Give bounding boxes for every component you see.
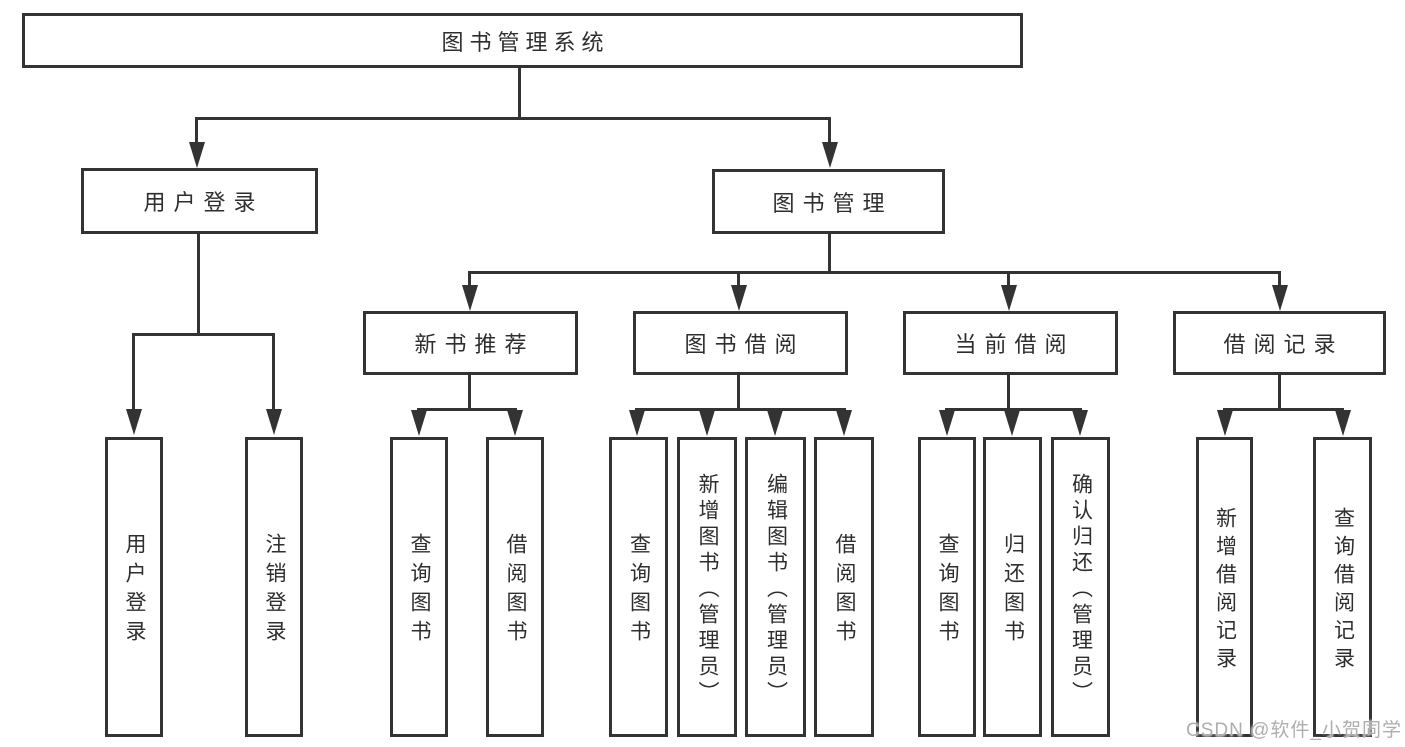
leaf-recommend-borrow-books: 借阅图书 xyxy=(486,437,544,737)
connector-stem-user-login xyxy=(197,233,200,335)
connector-drop xyxy=(132,333,135,411)
arrowhead-down-icon xyxy=(1072,410,1088,436)
arrowhead-down-icon xyxy=(462,285,478,311)
leaf-current-return-books: 归还图书 xyxy=(983,437,1042,737)
node-book-management: 图书管理 xyxy=(712,169,945,234)
connector-stem-current-borrowing xyxy=(1007,374,1010,410)
arrowhead-down-icon xyxy=(1001,285,1017,311)
leaf-recommend-query-books: 查询图书 xyxy=(390,437,448,737)
connector-drop xyxy=(468,271,471,288)
node-root: 图书管理系统 xyxy=(22,13,1023,68)
arrowhead-down-icon xyxy=(1217,410,1233,436)
connector-drop xyxy=(272,333,275,411)
arrowhead-down-icon xyxy=(629,410,645,436)
connector-branch-new-book-recommend xyxy=(417,408,517,411)
connector-drop xyxy=(195,117,198,145)
node-book-borrowing: 图书借阅 xyxy=(633,311,848,375)
connector-drop xyxy=(1278,271,1281,288)
node-current-borrowing: 当前借阅 xyxy=(903,311,1118,375)
leaf-records-add-record: 新增借阅记录 xyxy=(1196,437,1253,737)
arrowhead-down-icon xyxy=(507,410,523,436)
arrowhead-down-icon xyxy=(731,285,747,311)
connector-stem-book-borrowing xyxy=(737,374,740,410)
arrowhead-down-icon xyxy=(1272,285,1288,311)
arrowhead-down-icon xyxy=(411,410,427,436)
leaf-borrowing-borrow-books: 借阅图书 xyxy=(814,437,874,737)
arrowhead-down-icon xyxy=(1004,410,1020,436)
connector-branch-current-borrowing xyxy=(945,408,1082,411)
leaf-current-query-books: 查询图书 xyxy=(918,437,976,737)
connector-stem-root xyxy=(518,66,521,118)
node-borrowing-records: 借阅记录 xyxy=(1173,311,1386,375)
leaf-borrowing-add-books-admin: 新增图书（管理员） xyxy=(677,437,737,737)
connector-drop xyxy=(828,117,831,145)
arrowhead-down-icon xyxy=(699,410,715,436)
connector-stem-new-book-recommend xyxy=(468,374,471,410)
arrowhead-down-icon xyxy=(767,410,783,436)
connector-stem-borrowing-records xyxy=(1278,374,1281,410)
connector-drop xyxy=(1007,271,1010,288)
node-new-book-recommend: 新书推荐 xyxy=(363,311,578,375)
leaf-user-login: 用户登录 xyxy=(105,437,163,737)
leaf-logout: 注销登录 xyxy=(245,437,303,737)
arrowhead-down-icon xyxy=(939,410,955,436)
arrowhead-down-icon xyxy=(1335,410,1351,436)
arrowhead-down-icon xyxy=(266,409,282,435)
arrowhead-down-icon xyxy=(822,142,838,168)
connector-branch-root xyxy=(196,117,831,120)
leaf-current-confirm-return-admin: 确认归还（管理员） xyxy=(1051,437,1110,737)
leaf-borrowing-edit-books-admin: 编辑图书（管理员） xyxy=(745,437,806,737)
leaf-borrowing-query-books: 查询图书 xyxy=(609,437,668,737)
arrowhead-down-icon xyxy=(189,142,205,168)
node-user-login: 用户登录 xyxy=(81,168,318,234)
arrowhead-down-icon xyxy=(836,410,852,436)
connector-branch-book-management xyxy=(468,271,1281,274)
connector-branch-book-borrowing xyxy=(635,408,846,411)
leaf-records-query-record: 查询借阅记录 xyxy=(1313,437,1372,737)
connector-branch-borrowing-records xyxy=(1223,408,1344,411)
connector-drop xyxy=(737,271,740,288)
connector-branch-user-login xyxy=(132,333,275,336)
arrowhead-down-icon xyxy=(126,409,142,435)
connector-stem-book-management xyxy=(828,233,831,274)
watermark-text: CSDN @软件_小贺同学 xyxy=(1186,720,1402,741)
